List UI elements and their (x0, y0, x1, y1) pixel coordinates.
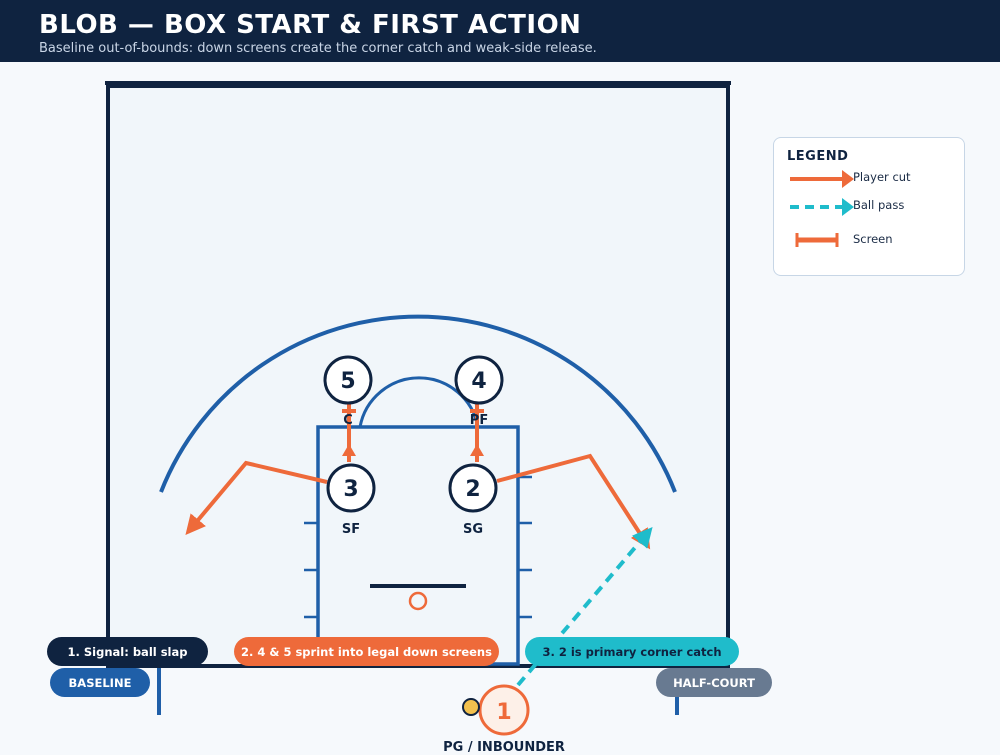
cut-3-weak-side (185, 460, 328, 536)
header-bar: BLOB — BOX START & FIRST ACTION Baseline… (0, 0, 1000, 62)
screen-c-arrowhead (342, 444, 356, 456)
step-3-pill: 3. 2 is primary corner catch (525, 637, 739, 666)
legend-panel: LEGEND Player cut Ball pass Screen (773, 137, 965, 276)
player-1-number: 1 (496, 700, 511, 725)
free-throw-circle-top (358, 376, 480, 428)
player-3[interactable]: 3 (326, 463, 376, 513)
baseline-label: BASELINE (50, 668, 150, 697)
player-2[interactable]: 2 (448, 463, 498, 513)
screen-bar (795, 233, 839, 247)
player-1-position: PG / INBOUNDER (443, 740, 565, 755)
legend-title: LEGEND (787, 149, 849, 164)
page-subtitle: Baseline out-of-bounds: down screens cre… (39, 41, 597, 56)
legend-label-ball-pass: Ball pass (853, 198, 905, 212)
player-2-number: 2 (465, 477, 480, 502)
legend-icons (790, 170, 854, 247)
player-5-number: 5 (340, 369, 355, 394)
lane-hash-marks (304, 475, 532, 619)
ball-pass-arrow (790, 198, 854, 216)
player-4[interactable]: 4 (454, 355, 504, 405)
step-2-pill: 2. 4 & 5 sprint into legal down screens (234, 637, 499, 666)
rim (408, 591, 428, 611)
three-point-arc (159, 314, 677, 493)
player-cut-arrow (790, 170, 854, 188)
cut-2-corner (496, 453, 651, 550)
player-5-position: C (343, 413, 353, 428)
player-3-number: 3 (343, 477, 358, 502)
legend-label-player-cut: Player cut (853, 170, 911, 184)
page-title: BLOB — BOX START & FIRST ACTION (39, 10, 582, 40)
court-floor (106, 84, 730, 668)
player-5[interactable]: 5 (323, 355, 373, 405)
player-4-position: PF (469, 413, 489, 428)
player-1[interactable]: 1 (478, 684, 530, 736)
half-court-label: HALF-COURT (656, 668, 772, 697)
basketball (462, 698, 480, 716)
screen-pf-arrowhead (470, 444, 484, 456)
step-1-pill: 1. Signal: ball slap (47, 637, 208, 666)
player-2-position: SG (462, 522, 484, 537)
legend-label-screen: Screen (853, 232, 893, 246)
player-4-number: 4 (471, 369, 486, 394)
player-3-position: SF (341, 522, 361, 537)
